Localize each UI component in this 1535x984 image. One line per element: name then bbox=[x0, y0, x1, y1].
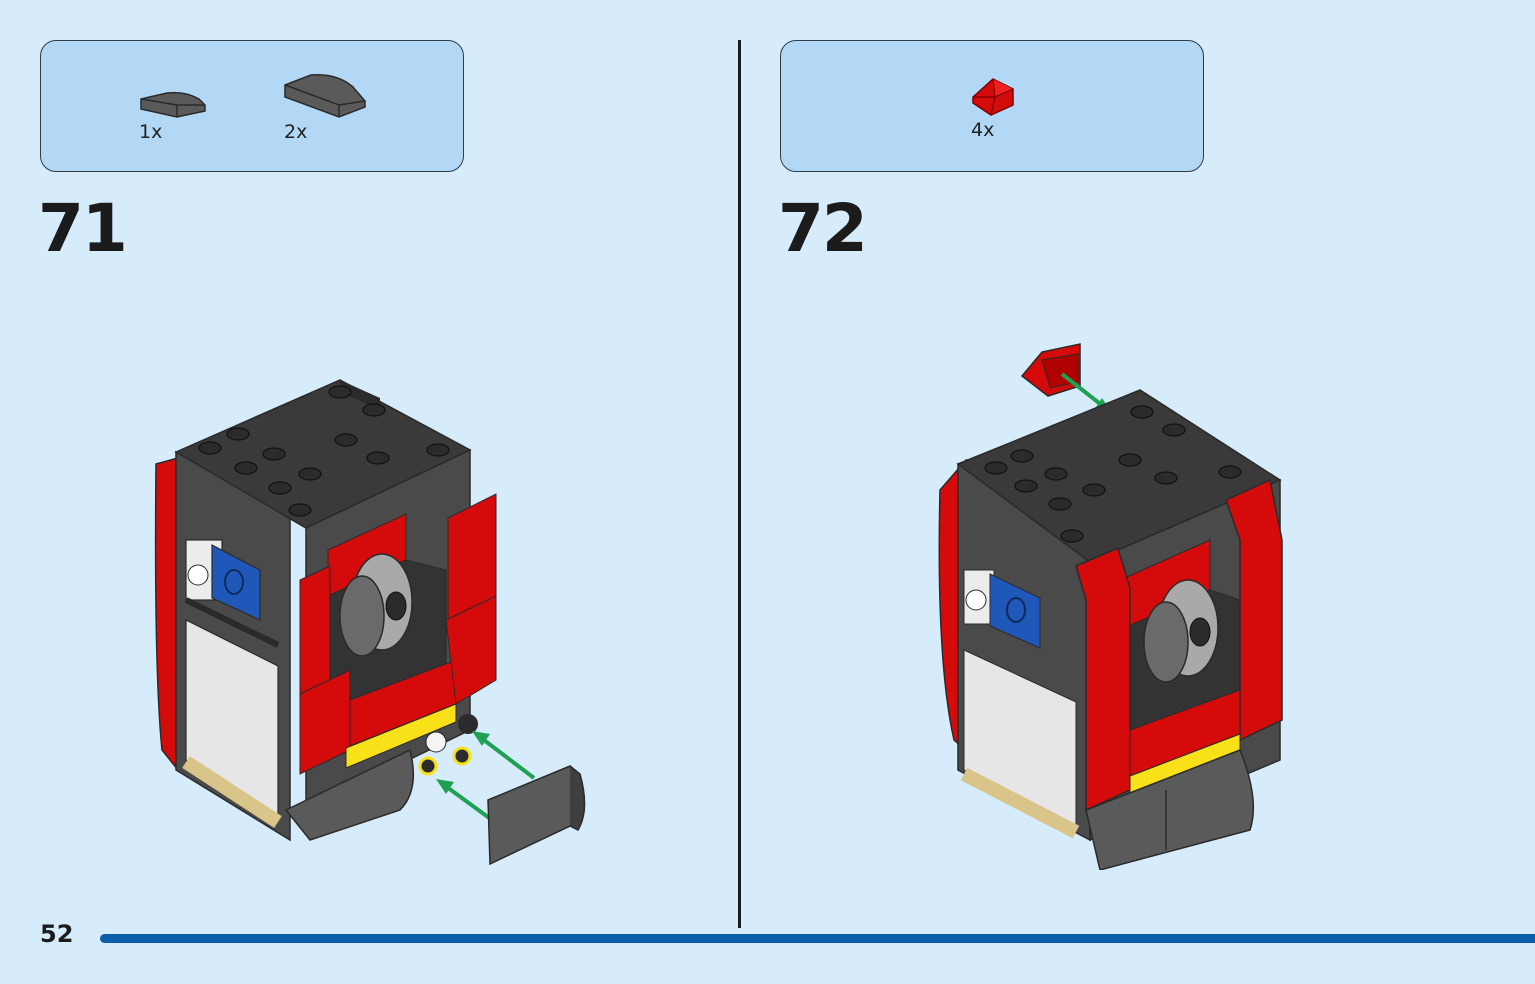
model-step-72-illustration bbox=[938, 343, 1283, 870]
curved-slope-2x2-dark-grey-icon bbox=[284, 74, 366, 118]
step-number: 72 bbox=[778, 190, 868, 267]
part-qty: 1x bbox=[139, 121, 163, 143]
step-number: 71 bbox=[38, 190, 128, 267]
page-number: 52 bbox=[40, 920, 74, 948]
parts-callout-step-72: 4x bbox=[780, 40, 1204, 172]
step-divider bbox=[738, 40, 741, 928]
slope-red-icon bbox=[972, 78, 1014, 116]
model-step-71-illustration bbox=[154, 379, 586, 866]
page-progress-bar bbox=[100, 934, 1535, 943]
curved-slope-1x2-dark-grey-icon bbox=[140, 91, 206, 118]
part-qty: 4x bbox=[971, 119, 995, 141]
part-qty: 2x bbox=[284, 121, 308, 143]
parts-callout-step-71: 1x 2x bbox=[40, 40, 464, 172]
